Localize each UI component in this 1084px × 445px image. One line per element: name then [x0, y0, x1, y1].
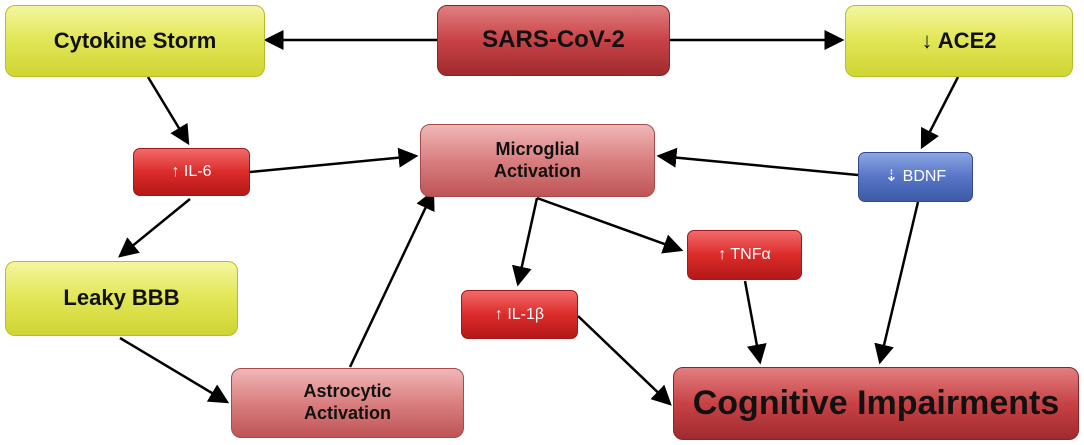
arrow-leaky-bbb-to-astrocytic: [119, 336, 230, 404]
node-sars-cov-2-label: SARS-CoV-2: [482, 26, 625, 54]
node-microglial-activation-line1: Microglial: [495, 138, 580, 159]
node-cognitive-impairments-label: Cognitive Impairments: [692, 384, 1060, 423]
node-leaky-bbb: Leaky BBB: [5, 261, 238, 336]
arrow-il6-to-leaky-bbb: [118, 198, 191, 258]
node-cytokine-storm-label: Cytokine Storm: [53, 27, 217, 53]
node-astrocytic-activation-line2: Activation: [303, 403, 391, 423]
arrow-bdnf-to-cognitive: [874, 201, 920, 365]
node-microglial-activation-line2: Activation: [493, 160, 581, 181]
arrow-ace2-to-bdnf: [920, 76, 960, 150]
arrow-il6-to-microglial: [249, 147, 419, 174]
node-bdnf: ⇣ BDNF: [858, 152, 973, 202]
node-astrocytic-activation-line1: Astrocytic: [303, 381, 392, 402]
node-il1b-label: ↑ IL-1β: [494, 305, 545, 323]
node-cognitive-impairments: Cognitive Impairments: [673, 367, 1079, 440]
node-ace2-label: ↓ ACE2: [921, 27, 997, 53]
arrow-cytokine-storm-to-il6: [146, 76, 190, 146]
node-bdnf-label: ⇣ BDNF: [884, 168, 947, 186]
arrow-astrocytic-to-microglial: [348, 189, 435, 368]
node-microglial-activation: Microglial Activation: [420, 124, 655, 197]
arrow-microglial-to-il1b: [512, 197, 539, 287]
node-ace2: ↓ ACE2: [845, 5, 1073, 77]
arrow-tnfa-to-cognitive: [743, 280, 767, 365]
node-astrocytic-activation: Astrocytic Activation: [231, 368, 464, 438]
node-il6-label: ↑ IL-6: [171, 163, 212, 181]
node-il6: ↑ IL-6: [133, 148, 250, 196]
arrow-il1b-to-cognitive: [577, 315, 672, 406]
arrow-bdnf-to-microglial: [656, 147, 859, 177]
node-il1b: ↑ IL-1β: [461, 290, 578, 339]
node-leaky-bbb-label: Leaky BBB: [63, 285, 180, 311]
node-sars-cov-2: SARS-CoV-2: [437, 5, 670, 76]
node-cytokine-storm: Cytokine Storm: [5, 5, 265, 77]
node-tnfa-label: ↑ TNFα: [718, 246, 771, 264]
arrow-microglial-to-tnfa: [536, 196, 684, 254]
node-tnfa: ↑ TNFα: [687, 230, 802, 280]
